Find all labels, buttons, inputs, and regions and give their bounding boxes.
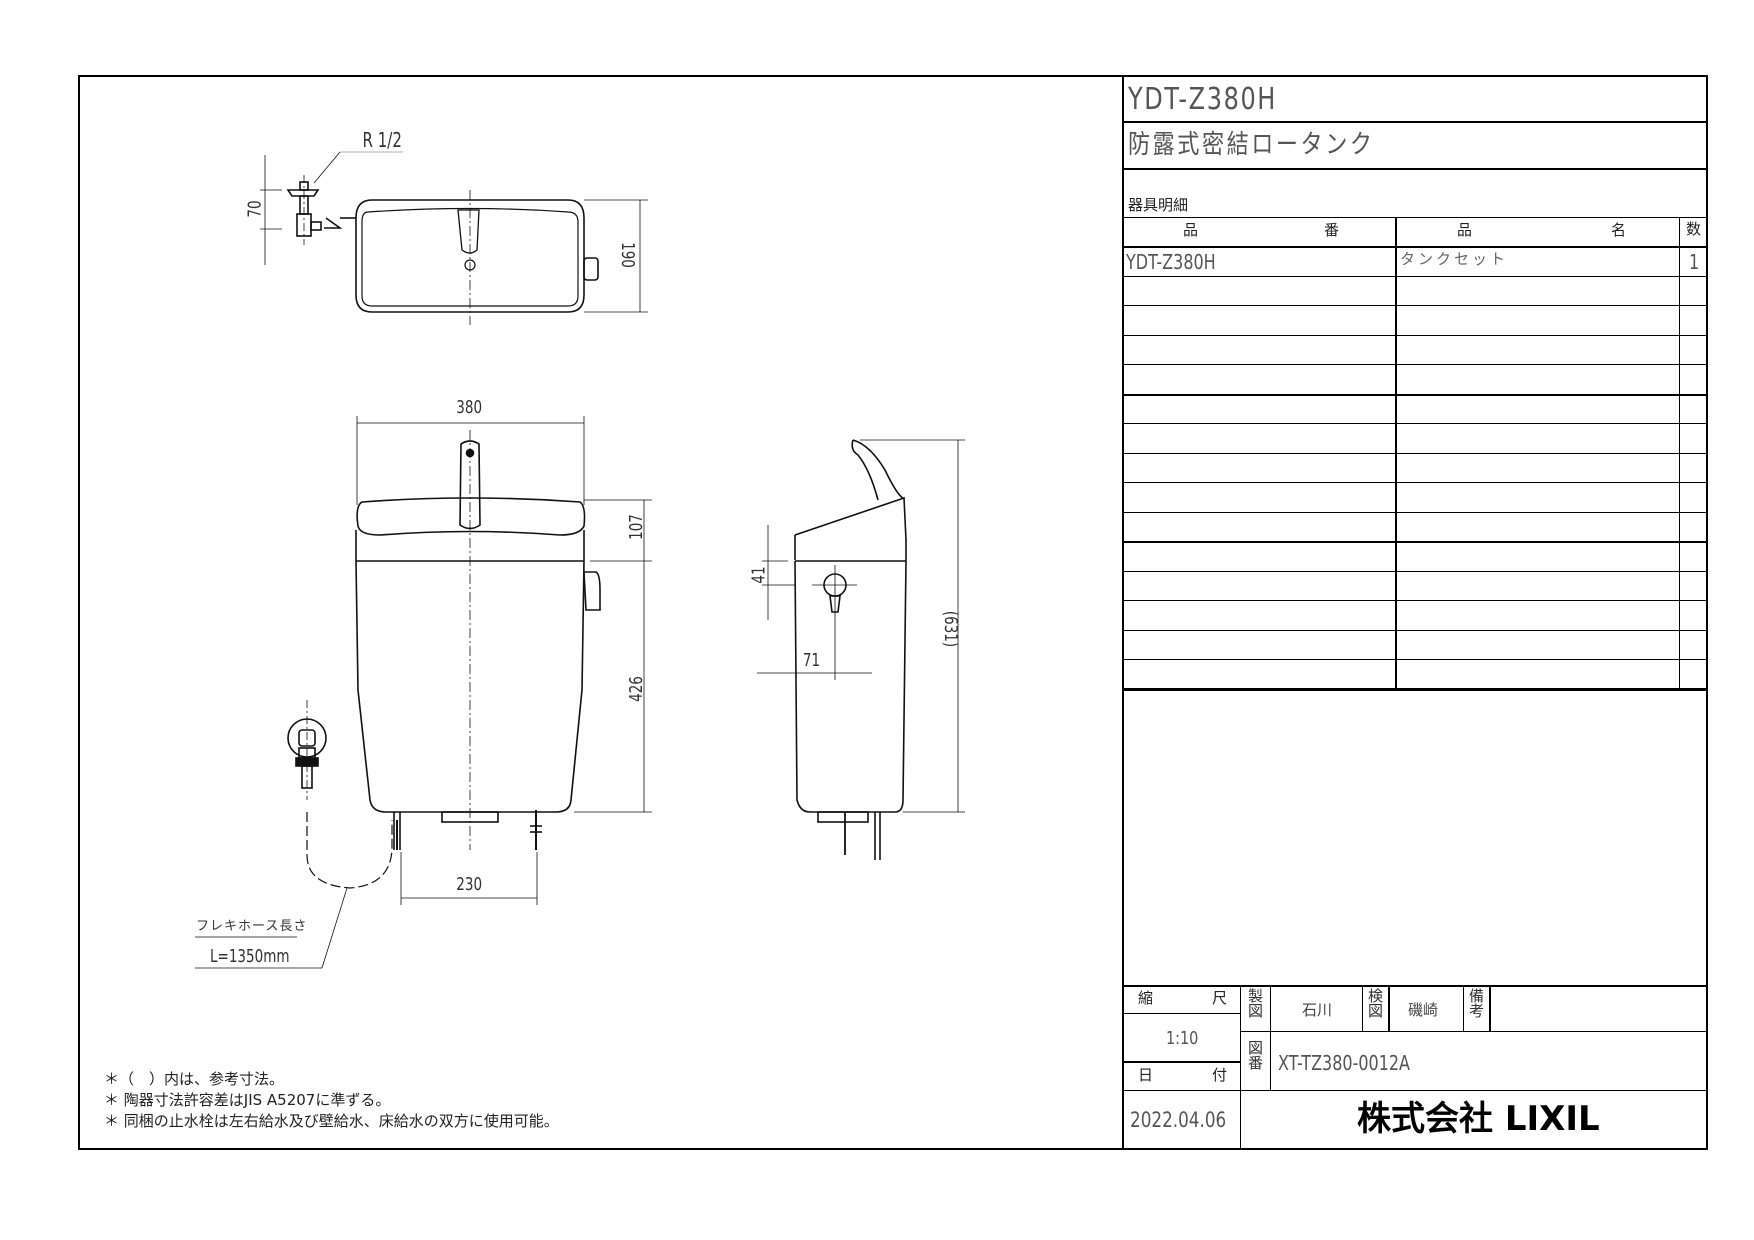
checked-by: 磯崎 bbox=[1408, 1001, 1439, 1019]
tb-line bbox=[1122, 1090, 1708, 1091]
header-name-right: 名 bbox=[1611, 221, 1627, 239]
table-row-line bbox=[1122, 511, 1708, 513]
panel-divider bbox=[1122, 75, 1124, 1150]
tank-width-dim: 380 bbox=[456, 397, 483, 418]
company-logo: 株式会社 LIXIL bbox=[1357, 1099, 1600, 1139]
tb-line bbox=[1122, 1013, 1240, 1014]
header-qty: 数 bbox=[1686, 220, 1702, 238]
table-row-line bbox=[1122, 275, 1708, 277]
tank-depth-dim: 190 bbox=[617, 242, 639, 268]
drawing-number: XT-TZ380-0012A bbox=[1278, 1051, 1410, 1075]
table-row-line bbox=[1122, 570, 1708, 572]
table-cell-name: タンクセット bbox=[1400, 250, 1509, 268]
table-row-line bbox=[1122, 629, 1708, 631]
drawn-by: 石川 bbox=[1302, 1001, 1333, 1019]
table-row-line bbox=[1122, 659, 1708, 660]
table-row-line bbox=[1122, 688, 1708, 691]
side-horizontal-dim: 71 bbox=[802, 650, 821, 671]
table-row-line bbox=[1122, 364, 1708, 365]
tb-line bbox=[1388, 985, 1390, 1031]
bolt-spacing-dim: 230 bbox=[456, 874, 483, 895]
front-view bbox=[195, 416, 652, 969]
tb-line bbox=[1122, 1061, 1240, 1063]
hose-length-label: フレキホース長さ bbox=[196, 919, 308, 934]
table-line bbox=[1122, 246, 1708, 248]
drawing-no-label: 図番 bbox=[1246, 1040, 1264, 1070]
drawing-frame bbox=[78, 75, 1708, 1150]
header-name-left: 品 bbox=[1457, 221, 1473, 239]
remarks-label: 備考 bbox=[1467, 988, 1485, 1018]
drawn-label: 製図 bbox=[1246, 988, 1264, 1018]
date-value: 2022.04.06 bbox=[1130, 1108, 1227, 1132]
body-height-dim: 426 bbox=[626, 676, 648, 702]
product-name: 防露式密結ロータンク bbox=[1128, 130, 1375, 160]
note-3: ＊ 同梱の止水栓は左右給水及び壁給水、床給水の双方に使用可能。 bbox=[104, 1112, 559, 1130]
tb-line bbox=[1270, 985, 1271, 1090]
checked-label: 検図 bbox=[1366, 988, 1384, 1018]
tb-line bbox=[1240, 985, 1241, 1150]
scale-value: 1:10 bbox=[1166, 1028, 1199, 1049]
table-cell-qty: 1 bbox=[1689, 250, 1700, 274]
table-row-line bbox=[1122, 541, 1708, 543]
total-height-dim: (631) bbox=[940, 610, 962, 648]
header-part-no-right: 番 bbox=[1324, 221, 1340, 239]
parts-list-label: 器具明細 bbox=[1128, 196, 1189, 214]
scale-label-left: 縮 bbox=[1138, 989, 1154, 1007]
model-number: YDT-Z380H bbox=[1128, 82, 1277, 117]
hose-length-value: L=1350mm bbox=[210, 946, 290, 967]
date-label-left: 日 bbox=[1138, 1066, 1154, 1084]
table-row-line bbox=[1122, 334, 1708, 336]
note-2: ＊ 陶器寸法許容差はJIS A5207に準ずる。 bbox=[104, 1091, 391, 1109]
tb-line bbox=[1489, 985, 1491, 1031]
table-row-line bbox=[1122, 423, 1708, 424]
tb-line bbox=[1240, 1031, 1708, 1032]
tb-line bbox=[1463, 985, 1464, 1031]
divider bbox=[1122, 168, 1708, 170]
table-cell-part-no: YDT-Z380H bbox=[1126, 250, 1216, 274]
table-row-line bbox=[1122, 482, 1708, 483]
tb-line bbox=[1362, 985, 1363, 1031]
valve-offset-dim: 70 bbox=[244, 200, 266, 218]
top-view bbox=[260, 151, 648, 325]
lid-height-dim: 107 bbox=[626, 514, 648, 540]
thread-size-label: R 1/2 bbox=[362, 128, 402, 152]
table-row-line bbox=[1122, 305, 1708, 306]
table-line bbox=[1122, 217, 1708, 218]
side-vertical-dim: 41 bbox=[748, 566, 770, 584]
table-row-line bbox=[1122, 393, 1708, 396]
side-view bbox=[757, 439, 965, 860]
date-label-right: 付 bbox=[1212, 1066, 1228, 1084]
table-row-line bbox=[1122, 452, 1708, 454]
table-row-line bbox=[1122, 600, 1708, 601]
header-part-no-left: 品 bbox=[1183, 221, 1199, 239]
tb-line bbox=[1122, 985, 1708, 987]
divider bbox=[1122, 121, 1708, 123]
scale-label-right: 尺 bbox=[1212, 989, 1228, 1007]
note-1: ＊（ ）内は、参考寸法。 bbox=[104, 1070, 285, 1088]
